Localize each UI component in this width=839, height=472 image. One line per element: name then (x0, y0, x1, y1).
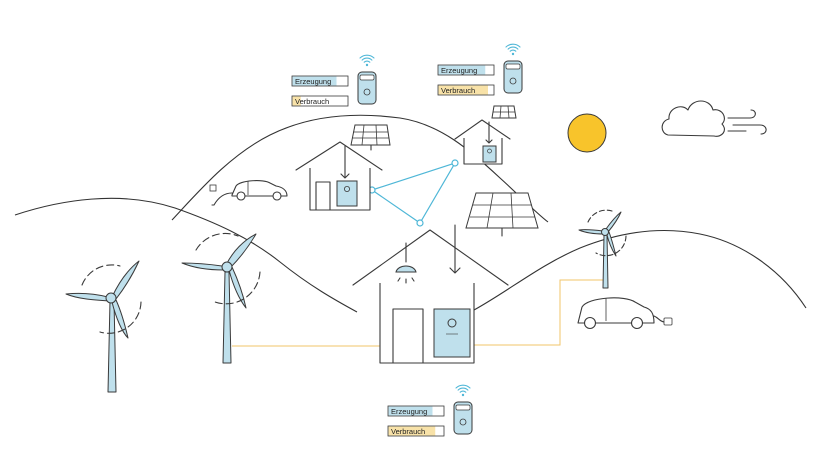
solar-arrow (449, 224, 461, 274)
verbrauch-bar-fill (388, 426, 436, 436)
wind-icon (727, 109, 767, 135)
erzeugung-bar-label: Erzeugung (295, 77, 331, 86)
wind-turbine-motion-arcs (81, 264, 142, 334)
solar-panel-icon (465, 192, 539, 237)
charging-cable (211, 192, 233, 206)
erzeugung-bar-fill (388, 406, 433, 416)
battery-icon (357, 71, 377, 105)
erzeugung-bar-fill (438, 65, 486, 75)
verbrauch-bar-label: Verbrauch (391, 427, 425, 436)
erzeugung-bar-fill (292, 76, 337, 86)
hill-left (14, 197, 358, 313)
house-upper-left (295, 124, 391, 211)
wifi-icon (359, 54, 375, 67)
energy-status-panels: ErzeugungVerbrauchErzeugungVerbrauchErze… (291, 43, 523, 437)
battery-icon (453, 401, 473, 435)
wind-turbine-middle (181, 232, 261, 364)
wifi-icon (455, 384, 471, 397)
wind-turbine-rotor (65, 260, 140, 339)
charging-cable (653, 315, 666, 323)
erzeugung-bar-label: Erzeugung (391, 407, 427, 416)
mesh-node (451, 159, 459, 167)
verbrauch-bar-label: Verbrauch (441, 86, 475, 95)
wind-turbine-rotor (181, 233, 257, 309)
ceiling-lamp-icon (395, 242, 417, 284)
erzeugung-bar-label: Erzeugung (441, 66, 477, 75)
verbrauch-bar-fill (292, 96, 301, 106)
solar-arrow (340, 145, 350, 179)
wind-turbine-motion-arcs (195, 232, 261, 305)
power-line-right (474, 279, 605, 346)
landscape-hills (14, 114, 807, 313)
battery-icon (482, 145, 497, 163)
solar-arrow (485, 121, 493, 144)
battery-icon (433, 308, 471, 358)
electric-car-icon (209, 180, 288, 206)
wifi-icon (505, 43, 521, 56)
solar-panel-icon (491, 105, 517, 119)
verbrauch-bar-label: Verbrauch (295, 97, 329, 106)
hill-back (171, 114, 549, 223)
house-main (352, 192, 539, 364)
wind-turbine-rotor (578, 211, 622, 257)
cloud-icon (661, 100, 725, 137)
mesh-node (416, 219, 424, 227)
hill-right (473, 229, 807, 311)
verbrauch-bar-track (291, 95, 349, 107)
battery-icon (503, 60, 523, 94)
sun-icon (567, 113, 607, 153)
electric-car-icon (577, 297, 673, 330)
house-upper-right (454, 105, 517, 165)
wind-turbine-right (578, 209, 627, 289)
wind-turbine-motion-arcs (587, 209, 627, 257)
verbrauch-bar-fill (438, 85, 488, 95)
battery-icon (336, 180, 358, 207)
wind-turbine-left (65, 260, 142, 393)
solar-panel-icon (350, 124, 391, 151)
